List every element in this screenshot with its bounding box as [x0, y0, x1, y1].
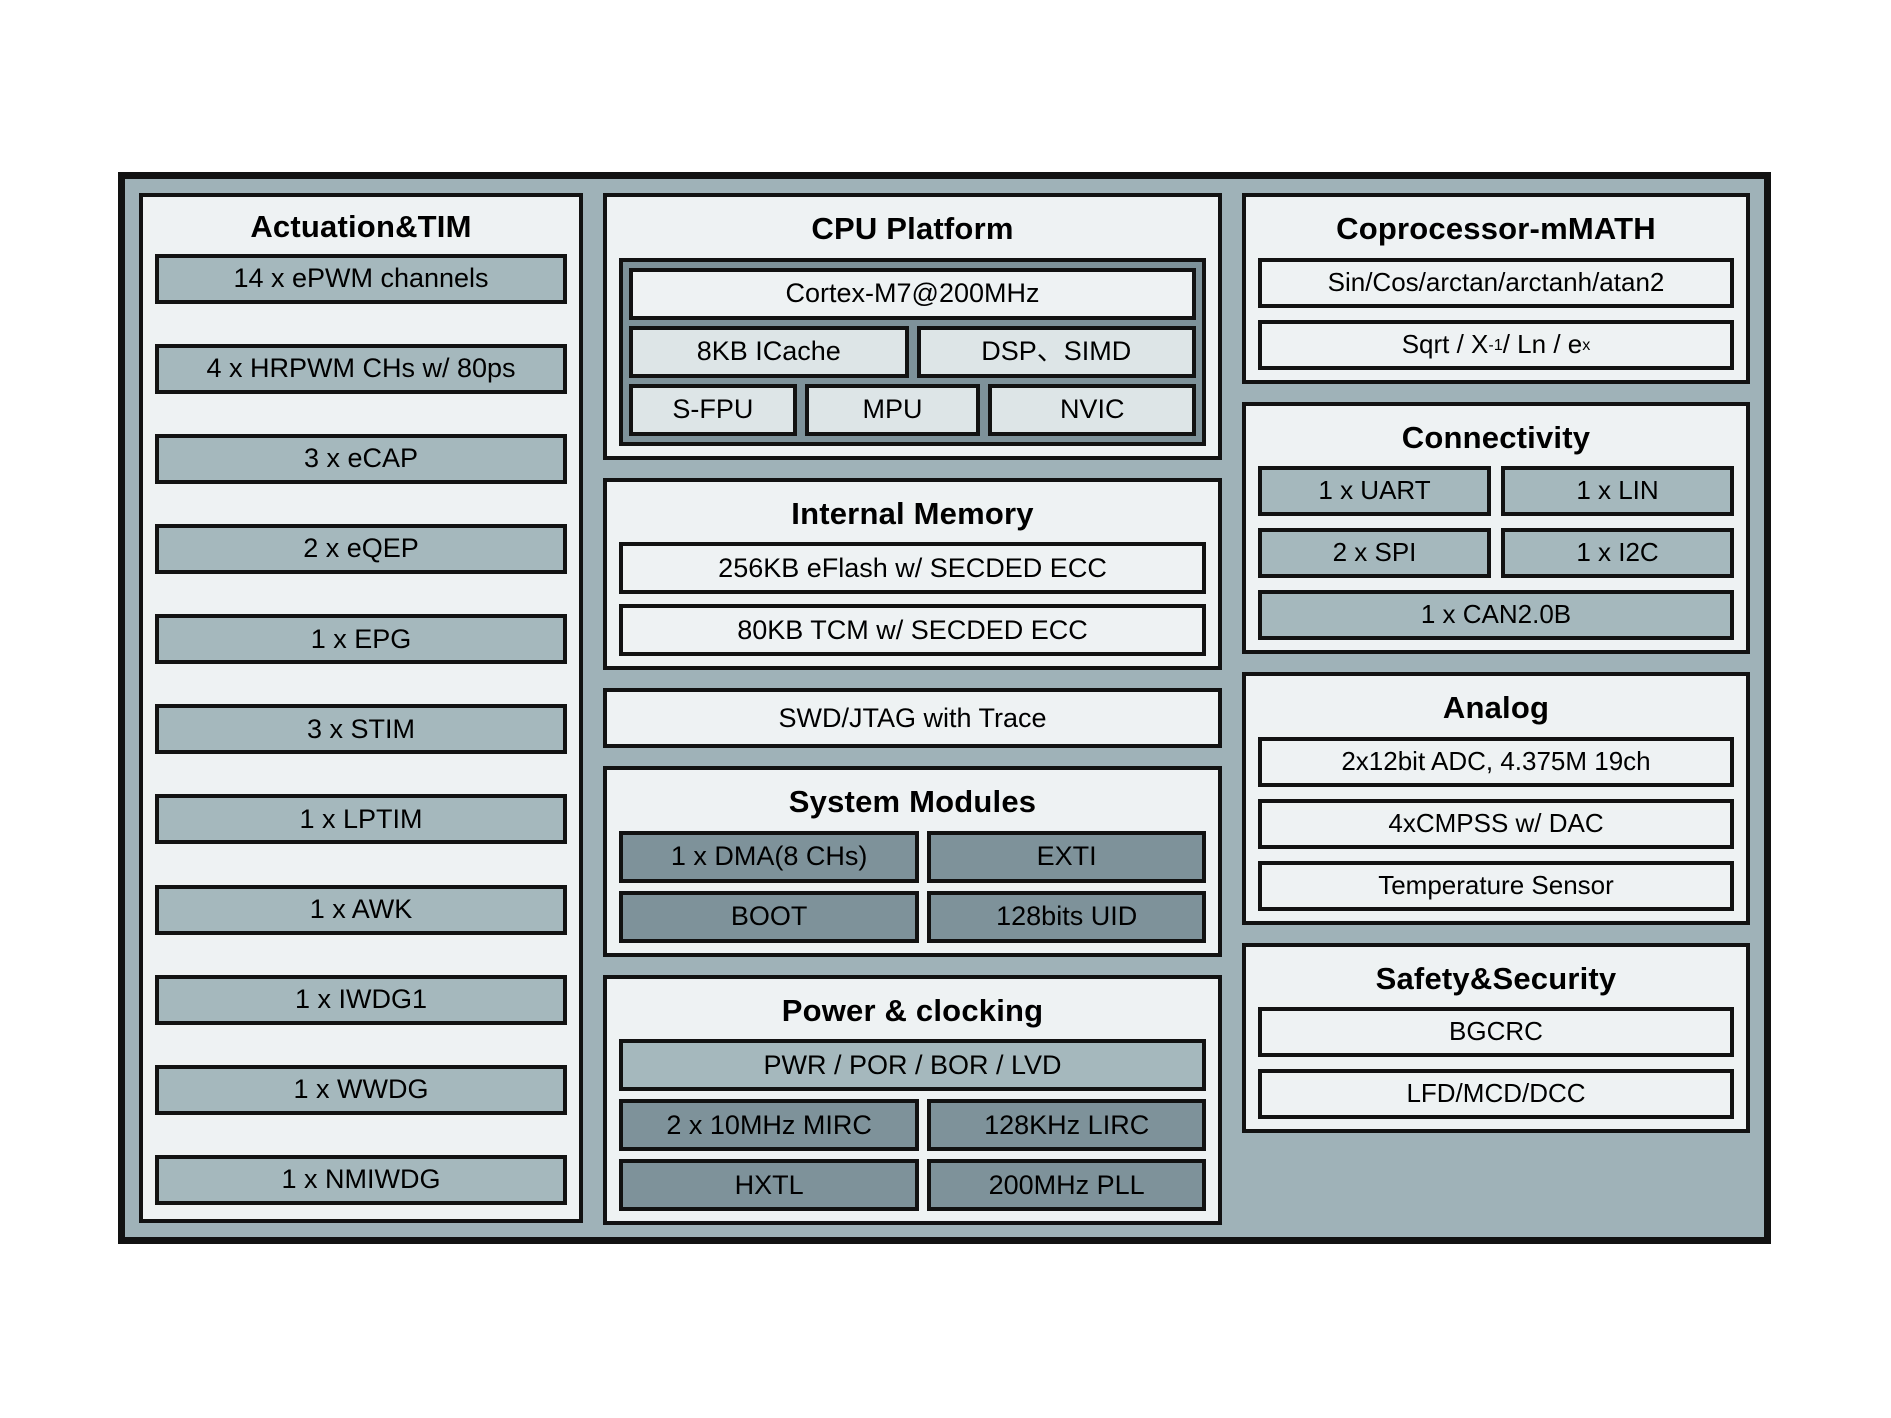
actuation-item-stim[interactable]: 3 x STIM — [155, 704, 567, 755]
system-item-uid[interactable]: 128bits UID — [927, 890, 1206, 943]
connectivity-item-i2c[interactable]: 1 x I2C — [1501, 528, 1734, 579]
panel-internal-memory: Internal Memory 256KB eFlash w/ SECDED E… — [603, 477, 1222, 671]
connectivity-grid: 1 x UART 1 x LIN 2 x SPI 1 x I2C 1 x CAN… — [1258, 466, 1734, 641]
coprocessor-formula-prefix: Sqrt / X — [1401, 328, 1489, 359]
actuation-item-awk[interactable]: 1 x AWK — [155, 884, 567, 935]
power-item-hxtl[interactable]: HXTL — [619, 1159, 920, 1212]
connectivity-item-can[interactable]: 1 x CAN2.0B — [1258, 590, 1734, 641]
panel-title-internal-memory: Internal Memory — [791, 495, 1034, 531]
system-modules-row-1: 1 x DMA(8 CHs) EXTI — [619, 830, 1206, 883]
actuation-item-wwdg[interactable]: 1 x WWDG — [155, 1064, 567, 1115]
connectivity-item-uart[interactable]: 1 x UART — [1258, 466, 1491, 517]
cpu-item-s-fpu[interactable]: S-FPU — [629, 383, 797, 436]
actuation-item-iwdg1[interactable]: 1 x IWDG1 — [155, 974, 567, 1025]
power-item-mirc[interactable]: 2 x 10MHz MIRC — [619, 1099, 920, 1152]
system-modules-grid: 1 x DMA(8 CHs) EXTI BOOT 128bits UID — [619, 830, 1206, 943]
panel-title-actuation: Actuation&TIM — [250, 209, 472, 244]
system-modules-row-2: BOOT 128bits UID — [619, 890, 1206, 943]
actuation-item-epg[interactable]: 1 x EPG — [155, 614, 567, 665]
cpu-item-dsp-simd[interactable]: DSP、SIMD — [916, 325, 1196, 378]
power-item-lirc[interactable]: 128KHz LIRC — [927, 1099, 1206, 1152]
panel-safety-security: Safety&Security BGCRC LFD/MCD/DCC — [1242, 942, 1750, 1134]
system-item-boot[interactable]: BOOT — [619, 890, 920, 943]
panel-debug-swd-jtag[interactable]: SWD/JTAG with Trace — [603, 688, 1222, 749]
analog-list: 2x12bit ADC, 4.375M 19ch 4xCMPSS w/ DAC … — [1258, 736, 1734, 911]
system-item-dma[interactable]: 1 x DMA(8 CHs) — [619, 830, 920, 883]
cpu-item-nvic[interactable]: NVIC — [988, 383, 1197, 436]
power-clocking-list: PWR / POR / BOR / LVD 2 x 10MHz MIRC 128… — [619, 1039, 1206, 1212]
panel-title-cpu-platform: CPU Platform — [811, 211, 1014, 246]
connectivity-item-spi[interactable]: 2 x SPI — [1258, 528, 1491, 579]
coprocessor-item-trig[interactable]: Sin/Cos/arctan/arctanh/atan2 — [1258, 257, 1734, 308]
power-clocking-row-1: 2 x 10MHz MIRC 128KHz LIRC — [619, 1099, 1206, 1152]
analog-item-cmpss[interactable]: 4xCMPSS w/ DAC — [1258, 798, 1734, 849]
memory-item-eflash[interactable]: 256KB eFlash w/ SECDED ECC — [619, 542, 1206, 595]
analog-item-temp-sensor[interactable]: Temperature Sensor — [1258, 860, 1734, 911]
connectivity-item-lin[interactable]: 1 x LIN — [1501, 466, 1734, 517]
internal-memory-list: 256KB eFlash w/ SECDED ECC 80KB TCM w/ S… — [619, 542, 1206, 657]
cpu-item-icache[interactable]: 8KB ICache — [629, 325, 909, 378]
actuation-item-epwm[interactable]: 14 x ePWM channels — [155, 253, 567, 304]
actuation-item-list: 14 x ePWM channels 4 x HRPWM CHs w/ 80ps… — [155, 253, 567, 1209]
cpu-core-cortex-m7[interactable]: Cortex-M7@200MHz — [629, 267, 1196, 320]
analog-item-adc[interactable]: 2x12bit ADC, 4.375M 19ch — [1258, 736, 1734, 787]
connectivity-row-1: 1 x UART 1 x LIN — [1258, 466, 1734, 517]
panel-coprocessor-mmath: Coprocessor-mMATH Sin/Cos/arctan/arctanh… — [1242, 193, 1750, 384]
memory-item-tcm[interactable]: 80KB TCM w/ SECDED ECC — [619, 604, 1206, 657]
panel-connectivity: Connectivity 1 x UART 1 x LIN 2 x SPI 1 … — [1242, 401, 1750, 655]
actuation-item-nmiwdg[interactable]: 1 x NMIWDG — [155, 1154, 567, 1205]
coprocessor-formula-mid: / Ln / e — [1502, 328, 1583, 359]
coprocessor-list: Sin/Cos/arctan/arctanh/atan2 Sqrt / X-1 … — [1258, 257, 1734, 370]
panel-title-coprocessor: Coprocessor-mMATH — [1336, 211, 1656, 246]
column-core: CPU Platform Cortex-M7@200MHz 8KB ICache… — [603, 193, 1222, 1226]
actuation-item-ecap[interactable]: 3 x eCAP — [155, 433, 567, 484]
panel-title-safety-security: Safety&Security — [1375, 960, 1617, 996]
power-clocking-row-2: HXTL 200MHz PLL — [619, 1159, 1206, 1212]
actuation-item-lptim[interactable]: 1 x LPTIM — [155, 794, 567, 845]
chip-block-diagram: Actuation&TIM 14 x ePWM channels 4 x HRP… — [118, 172, 1771, 1244]
system-item-exti[interactable]: EXTI — [927, 830, 1206, 883]
panel-title-system-modules: System Modules — [788, 784, 1037, 820]
actuation-item-hrpwm[interactable]: 4 x HRPWM CHs w/ 80ps — [155, 343, 567, 394]
panel-analog: Analog 2x12bit ADC, 4.375M 19ch 4xCMPSS … — [1242, 672, 1750, 925]
power-item-pwr-por-bor-lvd[interactable]: PWR / POR / BOR / LVD — [619, 1039, 1206, 1092]
panel-cpu-platform: CPU Platform Cortex-M7@200MHz 8KB ICache… — [603, 193, 1222, 460]
power-item-pll[interactable]: 200MHz PLL — [927, 1159, 1206, 1212]
panel-title-connectivity: Connectivity — [1401, 419, 1591, 455]
panel-title-analog: Analog — [1442, 690, 1550, 726]
cpu-item-mpu[interactable]: MPU — [804, 383, 981, 436]
safety-item-bgcrc[interactable]: BGCRC — [1258, 1007, 1734, 1058]
panel-title-power-clocking: Power & clocking — [781, 992, 1044, 1028]
column-peripherals: Coprocessor-mMATH Sin/Cos/arctan/arctanh… — [1242, 193, 1750, 1223]
safety-list: BGCRC LFD/MCD/DCC — [1258, 1007, 1734, 1120]
connectivity-row-2: 2 x SPI 1 x I2C — [1258, 528, 1734, 579]
cpu-row-cache-dsp: 8KB ICache DSP、SIMD — [629, 325, 1196, 378]
debug-label-swd-jtag: SWD/JTAG with Trace — [607, 692, 1218, 745]
actuation-item-eqep[interactable]: 2 x eQEP — [155, 523, 567, 574]
panel-system-modules: System Modules 1 x DMA(8 CHs) EXTI BOOT … — [603, 766, 1222, 957]
panel-power-clocking: Power & clocking PWR / POR / BOR / LVD 2… — [603, 974, 1222, 1226]
cpu-row-fpu-mpu-nvic: S-FPU MPU NVIC — [629, 383, 1197, 436]
panel-actuation-tim: Actuation&TIM 14 x ePWM channels 4 x HRP… — [139, 193, 583, 1223]
column-actuation: Actuation&TIM 14 x ePWM channels 4 x HRP… — [139, 193, 583, 1223]
cpu-core-container: Cortex-M7@200MHz 8KB ICache DSP、SIMD S-F… — [619, 257, 1206, 446]
safety-item-lfd-mcd-dcc[interactable]: LFD/MCD/DCC — [1258, 1069, 1734, 1120]
